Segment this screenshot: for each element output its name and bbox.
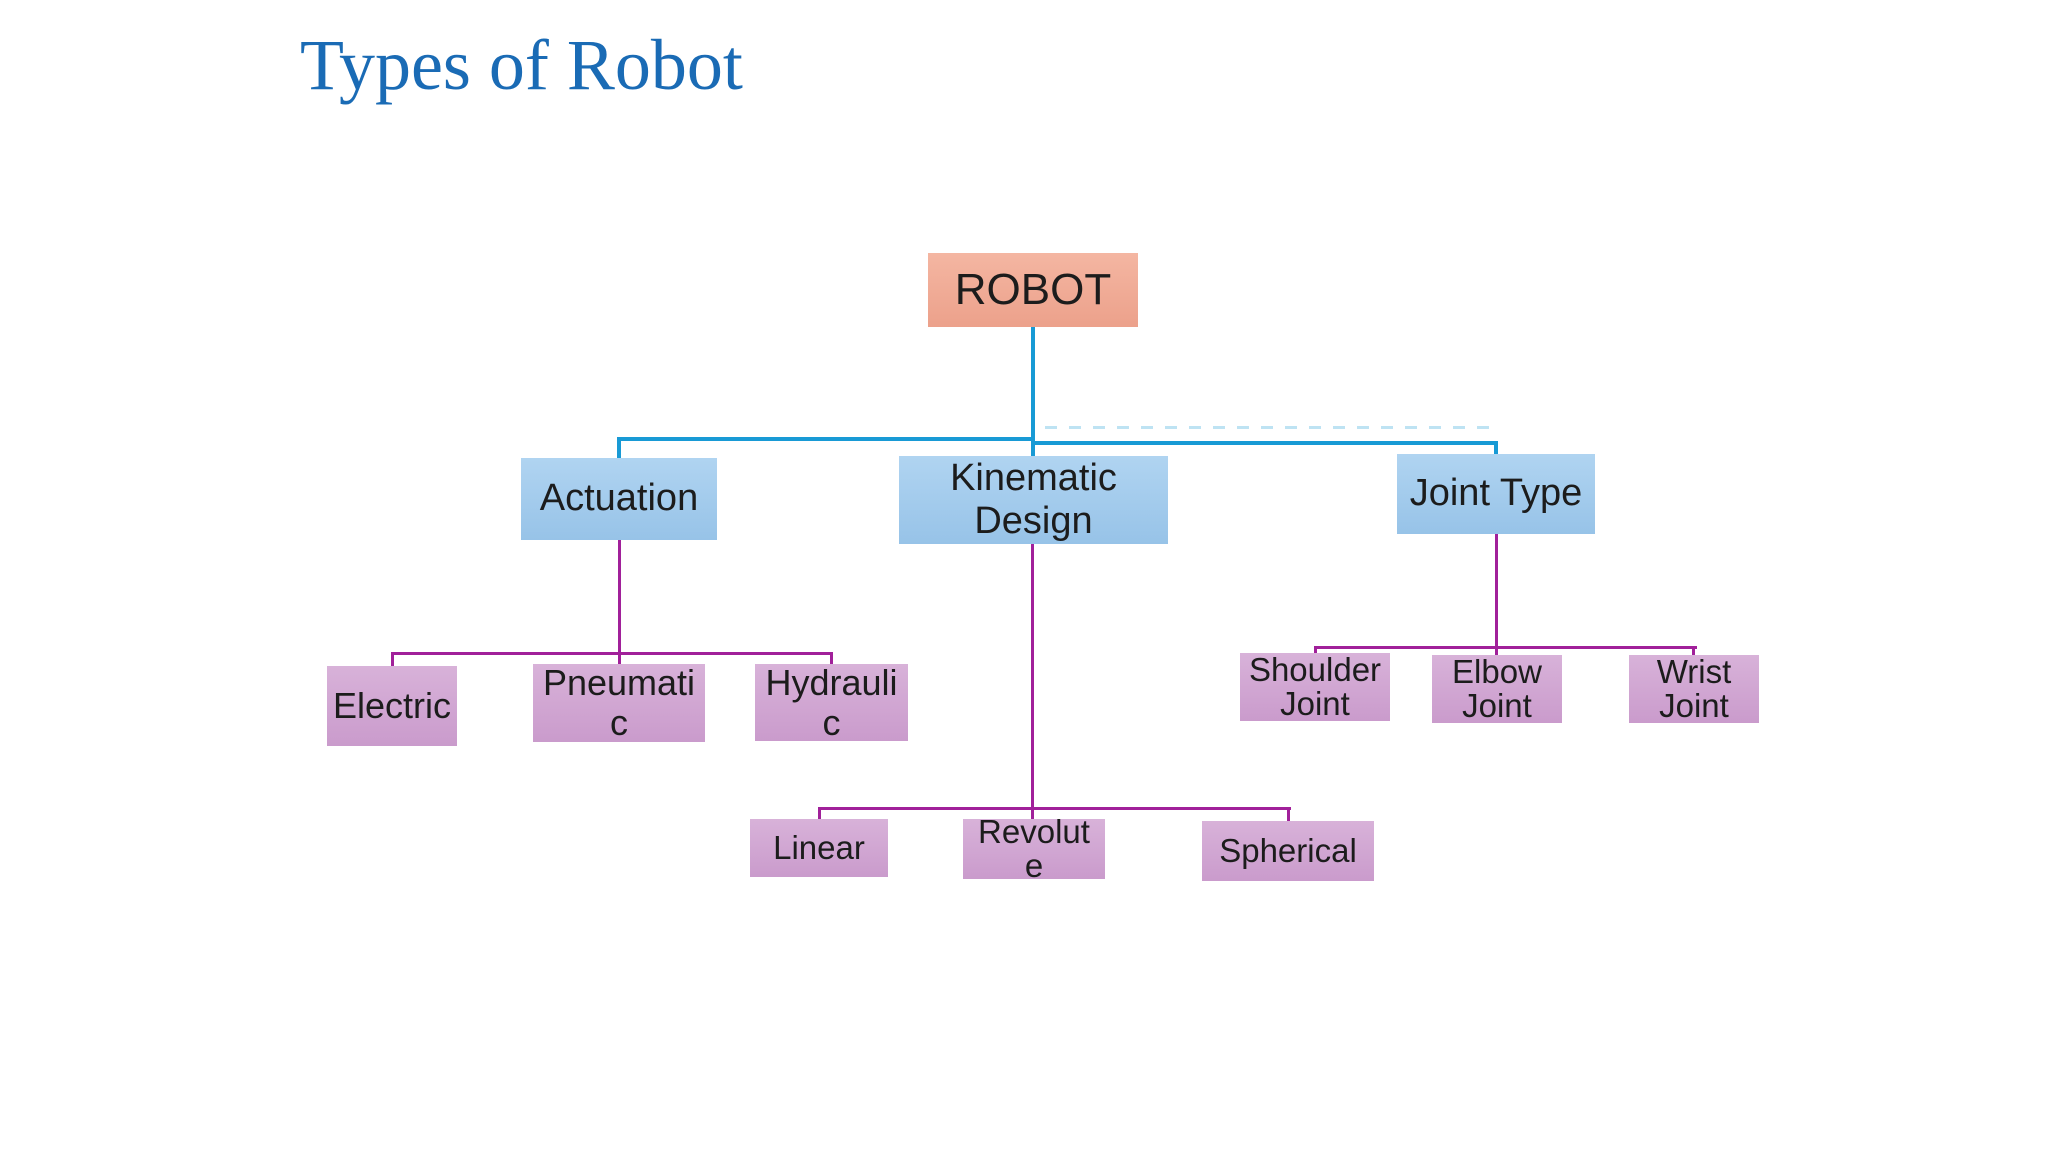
connector-electric-stub xyxy=(391,652,394,668)
node-spherical: Spherical xyxy=(1202,821,1374,881)
connector-wrist-joint-stub xyxy=(1692,646,1695,658)
node-electric: Electric xyxy=(327,666,457,746)
connector-actuation-horizontal xyxy=(391,652,833,655)
node-elbow-joint: Elbow Joint xyxy=(1432,655,1562,723)
connector-root-vertical xyxy=(1031,327,1035,458)
node-kinematic-design: Kinematic Design xyxy=(899,456,1168,544)
connector-joint-type-horizontal xyxy=(1314,646,1697,649)
node-revolute: Revolut e xyxy=(963,815,1105,882)
connector-top-horizontal-left xyxy=(617,437,1035,441)
node-hydraulic: Hydrauli c xyxy=(755,663,908,742)
node-robot: ROBOT xyxy=(928,253,1138,327)
node-wrist-joint: Wrist Joint xyxy=(1629,655,1759,723)
node-joint-type: Joint Type xyxy=(1397,454,1595,534)
connector-shoulder-joint-stub xyxy=(1314,646,1317,656)
connector-joint-type-vertical xyxy=(1495,534,1498,657)
connector-hydraulic-stub xyxy=(830,652,833,666)
node-linear: Linear xyxy=(750,819,888,877)
connector-kinematic-vertical xyxy=(1031,544,1034,821)
node-shoulder-joint: Shoulder Joint xyxy=(1240,653,1390,721)
slide-title: Types of Robot xyxy=(300,25,743,105)
connector-top-horizontal-right xyxy=(1031,441,1498,445)
node-pneumatic: Pneumati c xyxy=(533,663,705,742)
connector-actuation-stub xyxy=(617,437,621,460)
connector-actuation-vertical xyxy=(618,540,621,666)
connector-spherical-stub xyxy=(1287,807,1290,823)
connector-joint-type-stub xyxy=(1494,441,1498,456)
node-actuation: Actuation xyxy=(521,458,717,540)
connector-kinematic-horizontal xyxy=(818,807,1291,810)
connector-dotted-artifact xyxy=(1045,426,1495,429)
connector-linear-stub xyxy=(818,807,821,821)
